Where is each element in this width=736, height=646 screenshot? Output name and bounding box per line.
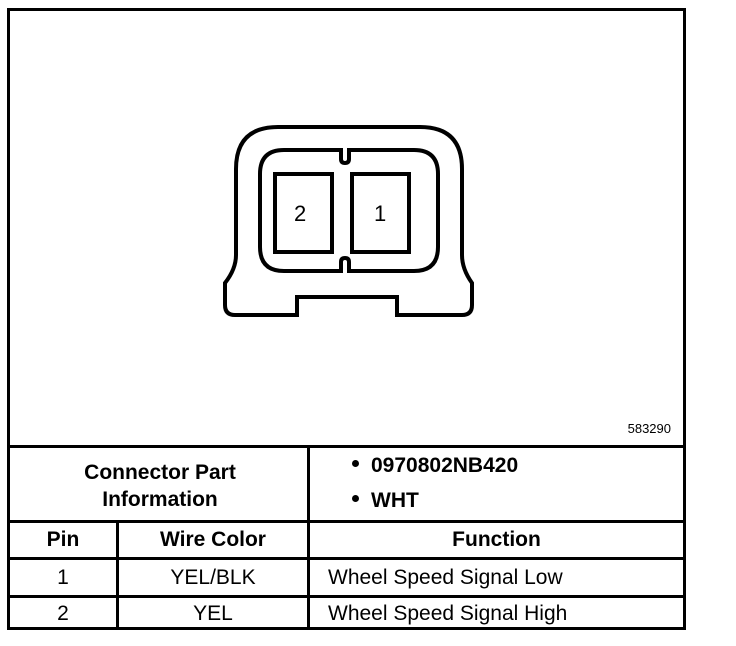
bullet-icon — [352, 494, 359, 502]
row2-function: Wheel Speed Signal High — [328, 602, 568, 625]
divider — [307, 448, 310, 630]
header-function: Function — [452, 528, 541, 551]
connector-part-info-label: Connector Part Information — [84, 461, 236, 511]
figure-id: 583290 — [627, 421, 671, 436]
header-wire-color: Wire Color — [160, 528, 266, 551]
part-number: 0970802NB420 — [352, 454, 518, 478]
connector-color: WHT — [352, 489, 419, 513]
pin-label-1: 1 — [374, 201, 387, 226]
pin-label-2: 2 — [294, 201, 307, 226]
row1-function: Wheel Speed Signal Low — [328, 565, 563, 589]
part-number-text: 0970802NB420 — [371, 454, 519, 477]
divider — [10, 520, 683, 523]
divider — [10, 595, 683, 598]
connector-sheet: 2 1 583290 Connector Part Information 09… — [7, 8, 686, 630]
connector-face-diagram — [223, 125, 474, 317]
divider — [10, 445, 683, 448]
row2-pin: 2 — [57, 602, 69, 625]
divider — [10, 557, 683, 560]
divider — [116, 523, 119, 630]
pin-cavity-1 — [350, 172, 411, 254]
header-pin: Pin — [46, 528, 80, 551]
connector-color-text: WHT — [371, 489, 419, 512]
connector-part-info-values: 0970802NB420 WHT — [310, 448, 683, 523]
pin-cavity-2 — [273, 172, 334, 254]
row1-wire-color: YEL/BLK — [170, 565, 256, 589]
row2-wire-color: YEL — [193, 602, 233, 625]
row1-pin: 1 — [57, 565, 69, 589]
bullet-icon — [352, 459, 359, 467]
